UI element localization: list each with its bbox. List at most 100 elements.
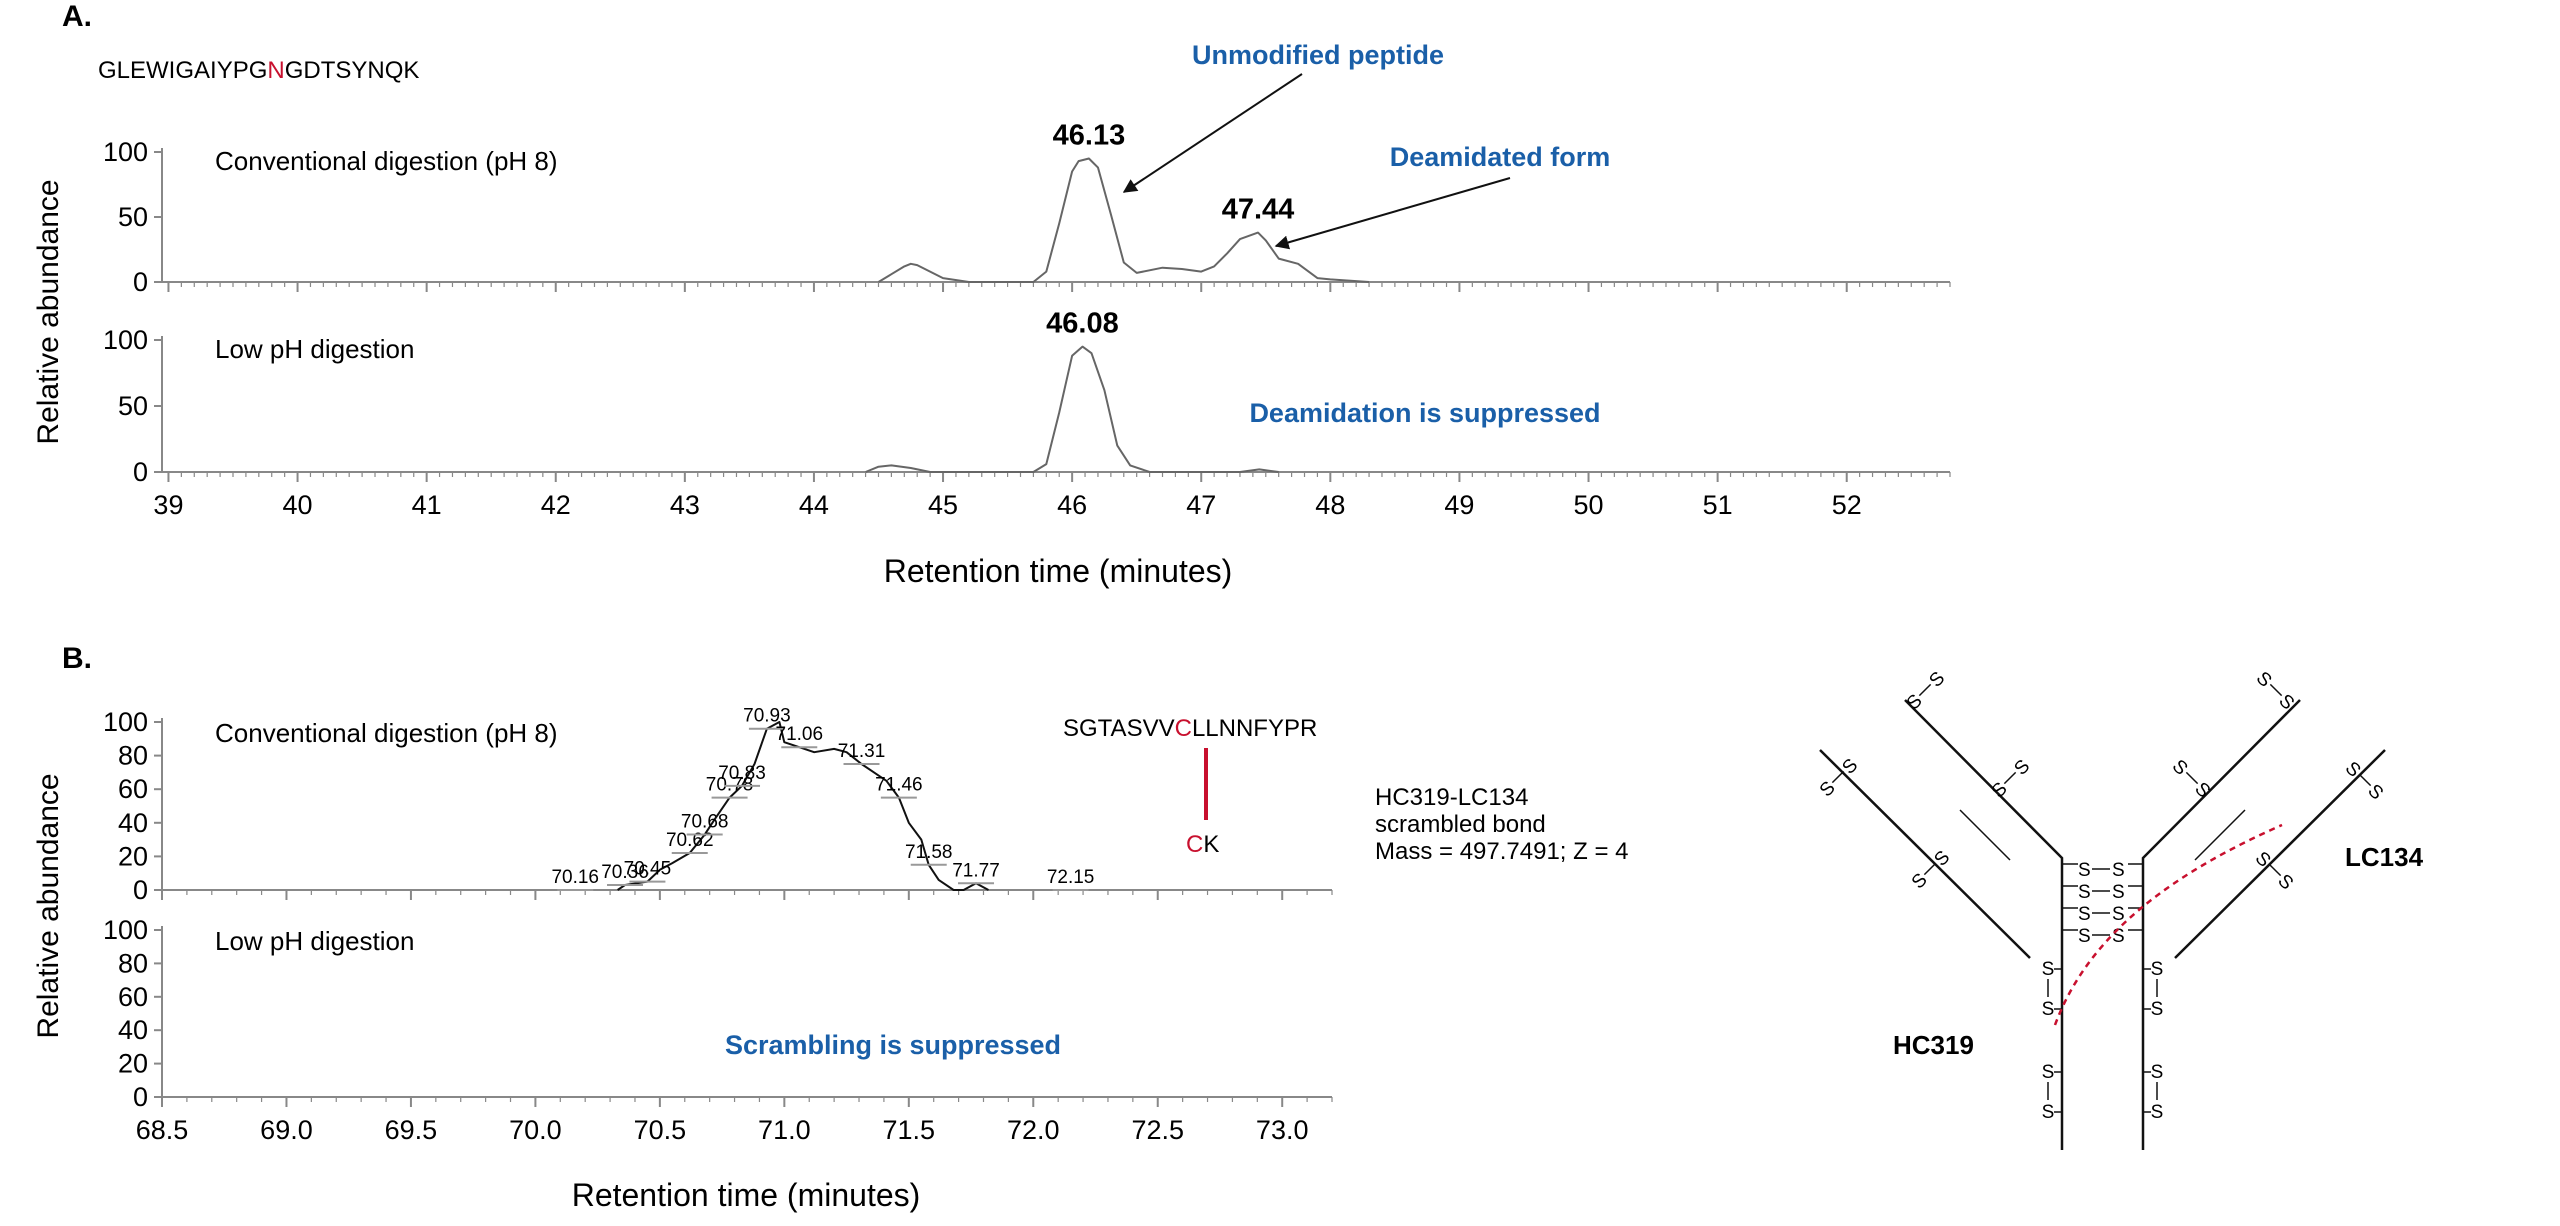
callout-unmodified-peptide: Unmodified peptide: [1192, 40, 1444, 70]
fc-left-ss-s2: S: [2042, 1102, 2055, 1123]
peak-label: 70.83: [718, 763, 766, 784]
arrow-deamidated-form: [1274, 177, 1511, 250]
peak-label: 70.16: [551, 867, 599, 888]
fc-left-ss-s1: S: [2042, 1062, 2055, 1083]
panel-b-partner-suffix: K: [1203, 831, 1219, 858]
hinge-s-left: S: [2078, 860, 2091, 881]
x-tick-label: 51: [1703, 490, 1733, 520]
panel-a-letter: A.: [62, 0, 92, 33]
fab-ss-lt1-bond: [1918, 683, 1932, 697]
heavy-chain-right: [2141, 699, 2301, 1150]
x-tick-label: 70.0: [509, 1115, 562, 1145]
fab-ss-ll1: SS: [1816, 755, 1862, 801]
panel-b-x-axis-label: Retention time (minutes): [572, 1177, 921, 1213]
panel-b-letter: B.: [62, 642, 92, 675]
panel-b-y-axis-label: Relative abundance: [32, 773, 65, 1038]
fab-ss-lt2-bond: [2003, 771, 2017, 785]
fc-right-ss-s2: S: [2151, 1102, 2164, 1123]
x-tick-label: 44: [799, 490, 829, 520]
hinge-s-left: S: [2078, 904, 2091, 925]
fab-ss-rl1-s1: S: [2341, 758, 2365, 782]
peak-label: 71.46: [875, 775, 923, 796]
arrow-unmodified-peptide: [1122, 73, 1303, 193]
panel-a-peptide-site: N: [267, 57, 284, 84]
x-tick-label: 45: [928, 490, 958, 520]
peak-label: 71.58: [905, 842, 953, 863]
panel-title: Conventional digestion (pH 8): [215, 146, 558, 176]
note-deamidation-suppressed: Deamidation is suppressed: [1249, 398, 1600, 428]
x-tick-label: 39: [153, 490, 183, 520]
fab-ss-ll1-s2: S: [1838, 755, 1862, 779]
y-tick-label: 0: [133, 875, 148, 905]
hinge-s-right: S: [2112, 904, 2125, 925]
trace-line: [865, 345, 1279, 473]
fc-right-ss-s1: S: [2151, 959, 2164, 980]
fab-ss-lt2-s2: S: [2010, 756, 2034, 780]
bond-description-line2: scrambled bond: [1375, 811, 1546, 838]
y-tick-label: 0: [133, 457, 148, 487]
x-tick-label: 73.0: [1256, 1115, 1309, 1145]
fab-rung-left: [1959, 809, 2011, 861]
peak-label: 47.44: [1222, 194, 1295, 226]
fab-ss-ll2-s2: S: [1930, 847, 1954, 871]
y-tick-label: 0: [133, 267, 148, 297]
fab-ss-rl1: SS: [2341, 758, 2387, 804]
fc-left-ss-s2: S: [2042, 999, 2055, 1020]
peak-label: 46.08: [1046, 308, 1119, 340]
fab-ss-lt1-s1: S: [1903, 690, 1927, 714]
x-tick-label: 69.0: [260, 1115, 313, 1145]
panel-a-peptide: GLEWIGAIYPGNGDTSYNQK: [98, 57, 419, 84]
fab-ss-ll2: SS: [1908, 847, 1954, 893]
light-chain-left: [1819, 749, 2031, 959]
panel-title: Low pH digestion: [215, 926, 414, 956]
peak-label: 70.68: [681, 812, 729, 833]
fab-ss-rl2-s1: S: [2251, 848, 2275, 872]
y-tick-label: 100: [103, 915, 148, 945]
x-tick-label: 72.5: [1131, 1115, 1184, 1145]
y-tick-label: 80: [118, 948, 148, 978]
label-lc134: LC134: [2345, 842, 2424, 872]
y-tick-label: 60: [118, 982, 148, 1012]
light-chain-right: [2174, 749, 2386, 959]
peak-label: 70.45: [624, 859, 672, 880]
y-tick-label: 100: [103, 707, 148, 737]
bond-description-line1: HC319-LC134: [1375, 784, 1528, 811]
fc-left-ss-s1: S: [2042, 959, 2055, 980]
fab-ss-rt2: SS: [2168, 756, 2214, 802]
y-tick-label: 100: [103, 137, 148, 167]
fab-ss-lt1-s2: S: [1925, 668, 1949, 692]
fab-ss-rt2-bond: [2185, 771, 2199, 785]
y-tick-label: 0: [133, 1082, 148, 1112]
peak-label: 70.93: [743, 706, 791, 727]
peak-label: 70.36: [601, 862, 649, 883]
x-tick-label: 49: [1444, 490, 1474, 520]
x-tick-label: 40: [283, 490, 313, 520]
fab-rung-right: [2194, 809, 2246, 861]
peak-label: 46.13: [1053, 120, 1126, 152]
hinge-s-left: S: [2078, 882, 2091, 903]
y-tick-label: 20: [118, 1049, 148, 1079]
panel-b-peptide-prefix: SGTASVV: [1063, 715, 1175, 742]
callout-deamidated-form: Deamidated form: [1390, 142, 1611, 172]
x-tick-label: 71.0: [758, 1115, 811, 1145]
fab-ss-rl1-s2: S: [2363, 780, 2387, 804]
trace-line: [877, 157, 1370, 283]
panel-b-partner-site: C: [1186, 831, 1203, 858]
peak-label: 71.06: [776, 724, 824, 745]
hinge-s-right: S: [2112, 860, 2125, 881]
fab-ss-rt1-s1: S: [2252, 668, 2276, 692]
x-tick-label: 52: [1832, 490, 1862, 520]
trace-line: [617, 721, 989, 891]
panel-b-peptide: SGTASVVCLLNNFYPR: [1063, 715, 1317, 742]
panel-a-peptide-suffix: GDTSYNQK: [285, 57, 420, 84]
x-tick-label: 69.5: [385, 1115, 438, 1145]
x-tick-label: 72.0: [1007, 1115, 1060, 1145]
peak-label: 71.31: [838, 741, 886, 762]
y-tick-label: 40: [118, 1015, 148, 1045]
